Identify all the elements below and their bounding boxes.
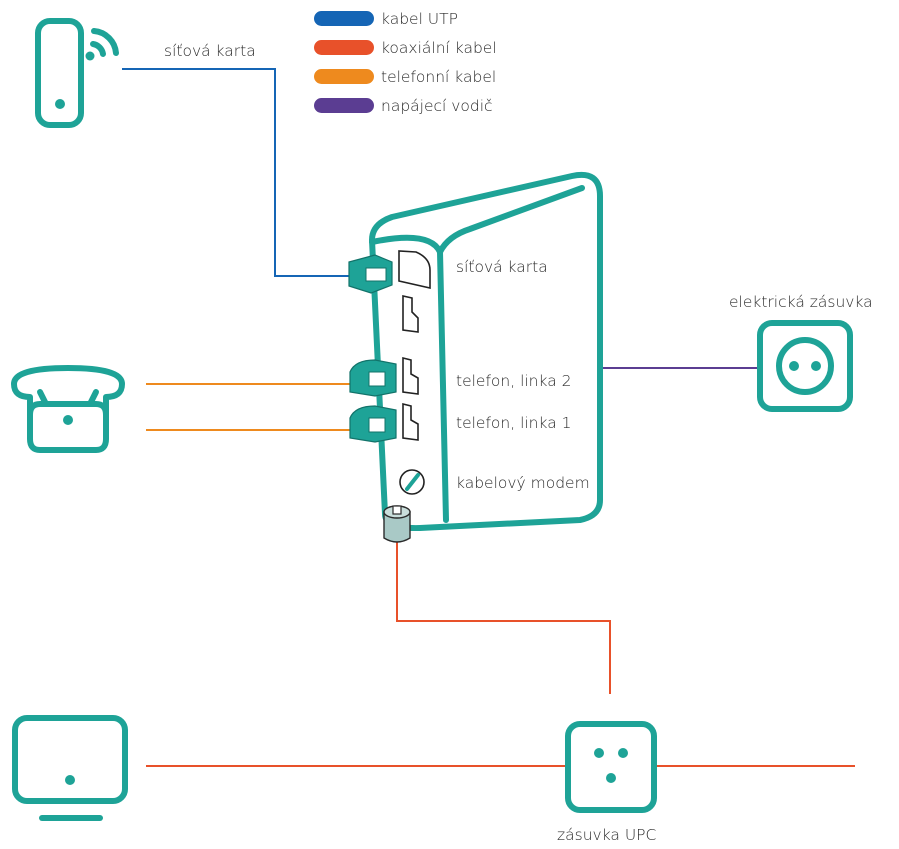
wifi-router-icon bbox=[35, 18, 119, 128]
phone-port-1 bbox=[402, 402, 419, 441]
telephone-icon bbox=[11, 365, 125, 453]
ethernet-port-lower bbox=[402, 295, 419, 333]
upc-outlet-label: zásuvka UPC bbox=[557, 826, 656, 844]
phone-plug-1 bbox=[349, 405, 397, 443]
network-card-top-label: síťová karta bbox=[164, 42, 256, 60]
network-card-port-label: síťová karta bbox=[456, 258, 548, 276]
tv-icon bbox=[12, 715, 128, 821]
legend-label-phone: telefonní kabel bbox=[381, 68, 496, 86]
legend-swatch-utp bbox=[314, 11, 374, 26]
coax-plug bbox=[383, 505, 411, 543]
ethernet-plug bbox=[348, 254, 393, 294]
phone-plug-2 bbox=[349, 359, 397, 397]
coax-cable-modem bbox=[396, 540, 611, 694]
upc-socket-icon bbox=[565, 721, 657, 813]
legend-label-power: napájecí vodič bbox=[381, 97, 493, 115]
legend-item-power: napájecí vodič bbox=[314, 97, 493, 115]
legend-swatch-coax bbox=[314, 40, 374, 55]
legend-swatch-power bbox=[314, 98, 374, 113]
phone-port-2 bbox=[402, 356, 419, 395]
cables bbox=[122, 68, 855, 767]
phone-line-1-label: telefon, linka 1 bbox=[456, 414, 572, 432]
power-socket-icon bbox=[757, 320, 853, 412]
power-outlet-label: elektrická zásuvka bbox=[729, 293, 873, 311]
coax-port bbox=[399, 469, 425, 495]
utp-cable bbox=[122, 68, 352, 277]
phone-line-2-label: telefon, linka 2 bbox=[456, 372, 572, 390]
legend-item-utp: kabel UTP bbox=[314, 10, 458, 28]
cable-modem-icon bbox=[348, 172, 603, 543]
legend-swatch-phone bbox=[314, 69, 374, 84]
legend-item-coax: koaxiální kabel bbox=[314, 39, 497, 57]
legend-label-utp: kabel UTP bbox=[381, 10, 458, 28]
legend-item-phone: telefonní kabel bbox=[314, 68, 496, 86]
legend-label-coax: koaxiální kabel bbox=[381, 39, 497, 57]
ethernet-port bbox=[398, 250, 431, 290]
legend: kabel UTP koaxiální kabel telefonní kabe… bbox=[314, 10, 497, 115]
cable-modem-label: kabelový modem bbox=[456, 474, 590, 492]
